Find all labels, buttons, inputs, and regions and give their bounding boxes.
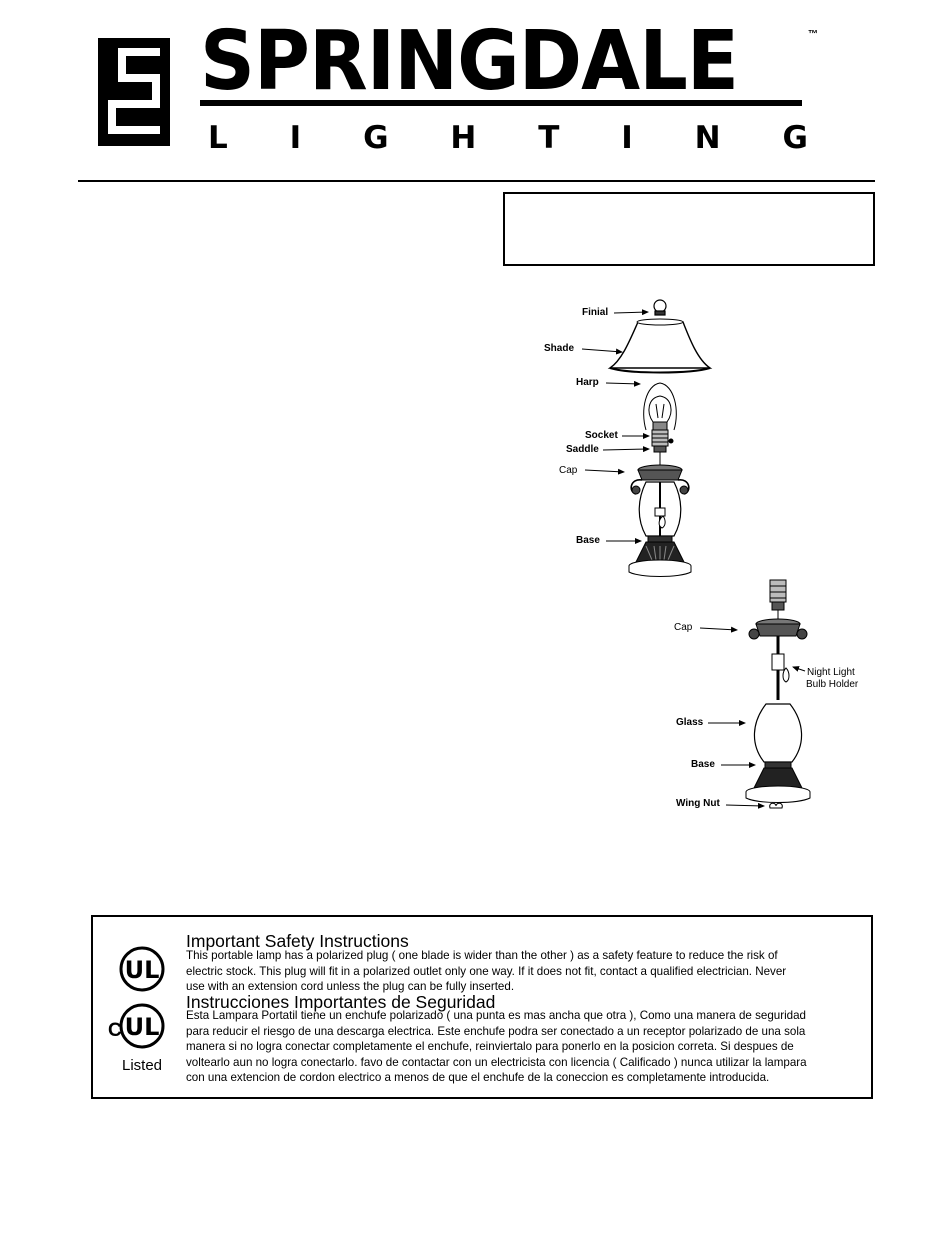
header-divider [78,180,875,182]
safety-instructions-box [91,915,873,1099]
label-shade: Shade [544,343,575,354]
ul-mark-text: UL [125,956,160,984]
base-exploded-illustration [700,579,811,809]
listed-label: Listed [122,1057,163,1074]
lamp-assembly-illustration [581,299,713,577]
subtitle-letter: I [289,120,302,156]
label-base: Base [576,535,600,546]
safety-text-spanish: Esta Lampara Portatil tiene un enchufe p… [186,1008,866,1086]
ul-listed-icon: UL [119,946,165,992]
safety-heading-spanish: Instrucciones Importantes de Seguridad [186,992,496,1012]
subtitle-letter: G [782,120,808,156]
model-number-box [503,192,875,266]
brand-subtitle: L I G H T I N G [208,120,808,156]
subtitle-letter: T [538,120,560,156]
safety-line: This portable lamp has a polarized plug … [186,949,778,962]
trademark-symbol: ™ [808,29,818,40]
brand-name: SPRINGDALE [200,14,739,109]
c-ul-prefix: C [108,1020,122,1041]
safety-text-english: This portable lamp has a polarized plug … [186,948,866,995]
safety-line: use with an extension cord unless the pl… [186,980,515,994]
label-bulb-holder: Bulb Holder [806,679,859,690]
safety-line: electric stock. This plug will fit in a … [186,964,787,978]
safety-line: manera si no logra conectar completament… [186,1040,794,1054]
c-ul-mark-text: UL [125,1013,160,1041]
label-cap: Cap [559,465,578,476]
label-socket: Socket [585,430,618,441]
springdale-logo-mark [98,38,170,146]
subtitle-letter: H [450,120,477,156]
subtitle-letter: I [621,120,633,156]
label-harp: Harp [576,377,599,388]
safety-line: voltearlo aun no logra conectarlo. favo … [186,1055,807,1069]
subtitle-letter: N [694,120,721,156]
label-finial: Finial [582,307,609,318]
c-ul-listed-icon: UL [119,1003,165,1049]
label-saddle: Saddle [566,444,599,455]
label-cap-exploded: Cap [674,622,693,633]
safety-heading-english: Important Safety Instructions [186,931,409,951]
safety-line: Esta Lampara Portatil tiene un enchufe p… [186,1009,807,1022]
subtitle-letter: G [363,120,389,156]
subtitle-letter: L [208,120,228,156]
label-night-light: Night Light [807,667,855,678]
label-wing-nut: Wing Nut [676,798,720,809]
safety-line: para reducir el riesgo de una descarga e… [186,1024,806,1038]
label-base-exploded: Base [691,759,715,770]
label-glass: Glass [676,717,704,728]
brand-underline [200,100,802,106]
safety-line: con una extencion de cordon electrico a … [186,1071,770,1085]
